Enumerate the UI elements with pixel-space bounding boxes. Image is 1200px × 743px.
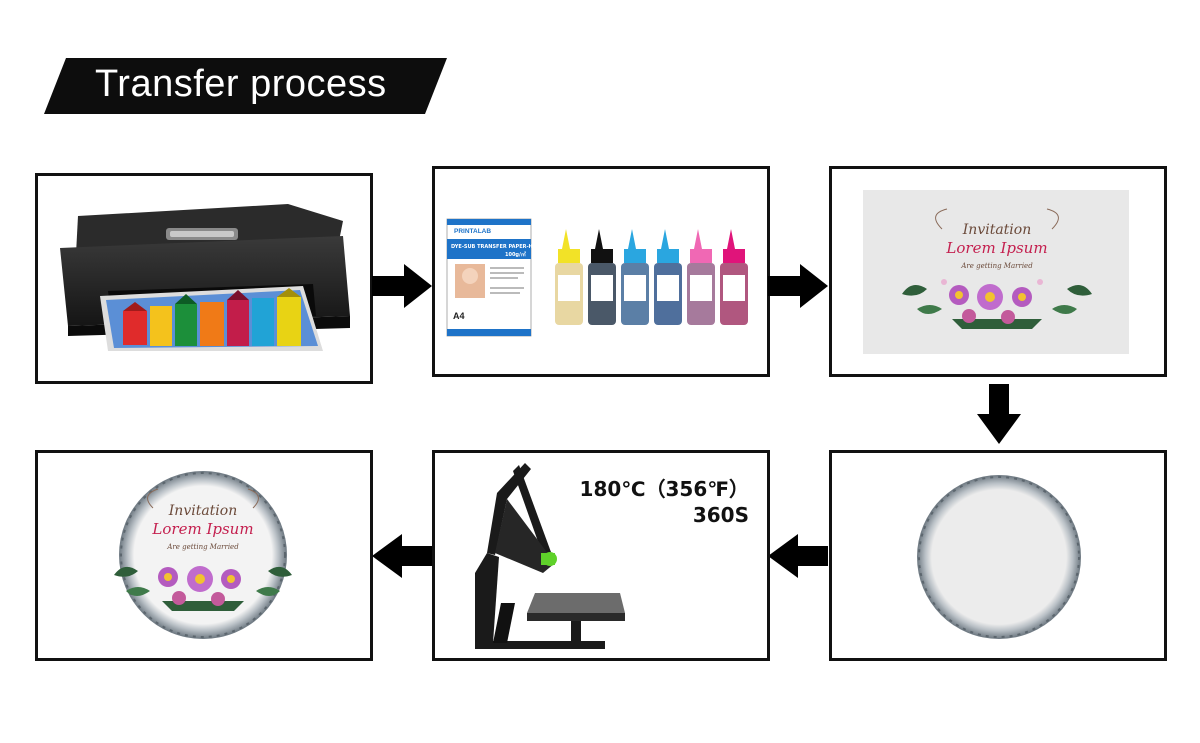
arrow-down-icon bbox=[977, 384, 1021, 446]
printed-transfer-paper-icon: Invitation Lorem Ipsum Are getting Marri… bbox=[832, 169, 1164, 374]
ink-bottle-cyan bbox=[621, 229, 649, 325]
paper-size: A4 bbox=[453, 311, 465, 321]
page-title: Transfer process bbox=[95, 62, 387, 106]
printer-icon bbox=[38, 176, 370, 381]
step-finished-slate: Invitation Lorem Ipsum Are getting Marri… bbox=[35, 450, 373, 661]
ink-bottle-magenta bbox=[720, 229, 748, 325]
design-line-2: Lorem Ipsum bbox=[945, 239, 1047, 257]
finished-round-slate-icon: Invitation Lorem Ipsum Are getting Marri… bbox=[38, 453, 370, 658]
arrow-left-icon bbox=[372, 534, 434, 578]
ink-bottle-light-magenta bbox=[687, 229, 715, 325]
step-heat-press: 180℃（356℉） 360S bbox=[432, 450, 770, 661]
paper-weight: 100g/㎡ bbox=[505, 251, 526, 258]
step-blank-slate bbox=[829, 450, 1167, 661]
ink-bottle-light-cyan bbox=[654, 229, 682, 325]
paper-series: DYE-SUB TRANSFER PAPER-HARD SERIES bbox=[451, 244, 566, 250]
arrow-right-icon bbox=[372, 264, 434, 308]
blank-round-slate-icon bbox=[832, 453, 1164, 658]
step-paper-and-ink: PRINTALAB DYE-SUB TRANSFER PAPER-HARD SE… bbox=[432, 166, 770, 377]
design-line-3: Are getting Married bbox=[960, 262, 1033, 270]
design-line-2: Lorem Ipsum bbox=[151, 520, 253, 538]
temperature-label: 180℃（356℉） bbox=[569, 473, 749, 502]
time-label: 360S bbox=[569, 503, 749, 527]
design-line-1: Invitation bbox=[962, 222, 1031, 238]
arrow-left-icon bbox=[768, 534, 830, 578]
step-printer bbox=[35, 173, 373, 384]
step-printed-transfer: Invitation Lorem Ipsum Are getting Marri… bbox=[829, 166, 1167, 377]
design-line-3: Are getting Married bbox=[166, 543, 239, 551]
arrow-right-icon bbox=[768, 264, 830, 308]
ink-bottle-black bbox=[588, 229, 616, 325]
paper-and-ink-icon: PRINTALAB DYE-SUB TRANSFER PAPER-HARD SE… bbox=[435, 169, 767, 374]
design-line-1: Invitation bbox=[168, 503, 237, 519]
paper-brand: PRINTALAB bbox=[454, 228, 491, 235]
